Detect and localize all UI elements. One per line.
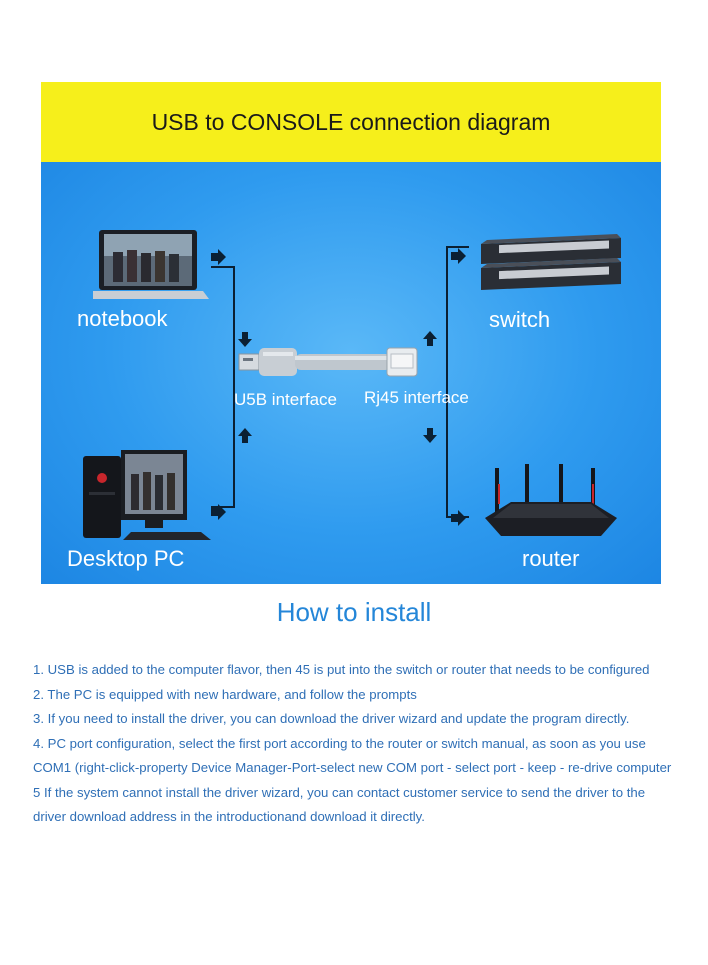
arrow-right-icon [211,249,226,265]
desktop-label: Desktop PC [67,546,185,571]
arrow-down-icon [238,332,252,347]
install-steps: 1. USB is added to the computer flavor, … [33,658,708,830]
install-step: 3. If you need to install the driver, yo… [33,711,630,726]
arrow-right-icon [451,248,466,264]
switch-label: switch [489,307,551,332]
notebook-label: notebook [77,306,168,331]
notebook-icon [93,230,209,299]
desktop-pc-icon [83,450,211,540]
arrow-right-icon [451,510,466,526]
arrow-right-icon [211,504,226,520]
arrow-up-icon [423,331,437,346]
install-title: How to install [276,597,432,627]
diagram-panel: notebook Desktop PC switch router [41,162,661,584]
arrow-up-icon [238,428,252,443]
rj45-interface-label: Rj45 interface [364,388,469,407]
router-label: router [522,546,580,571]
install-step: 1. USB is added to the computer flavor, … [33,662,650,677]
install-step: driver download address in the introduct… [33,809,425,824]
connector-lines [211,246,469,526]
usb-interface-label: U5B interface [234,390,337,409]
install-step: COM1 (right-click-property Device Manage… [33,760,672,775]
install-step: 5 If the system cannot install the drive… [33,784,646,800]
left-bracket [211,266,235,508]
usb-rj45-cable [238,347,418,377]
install-step: 4. PC port configuration, select the fir… [33,735,646,751]
title-band: USB to CONSOLE connection diagram [41,82,661,162]
right-bracket [446,246,469,518]
install-step: 2. The PC is equipped with new hardware,… [33,686,417,702]
diagram-title: USB to CONSOLE connection diagram [151,108,551,135]
router-icon [485,464,617,536]
switch-icon [481,234,621,290]
arrow-down-icon [423,428,437,443]
